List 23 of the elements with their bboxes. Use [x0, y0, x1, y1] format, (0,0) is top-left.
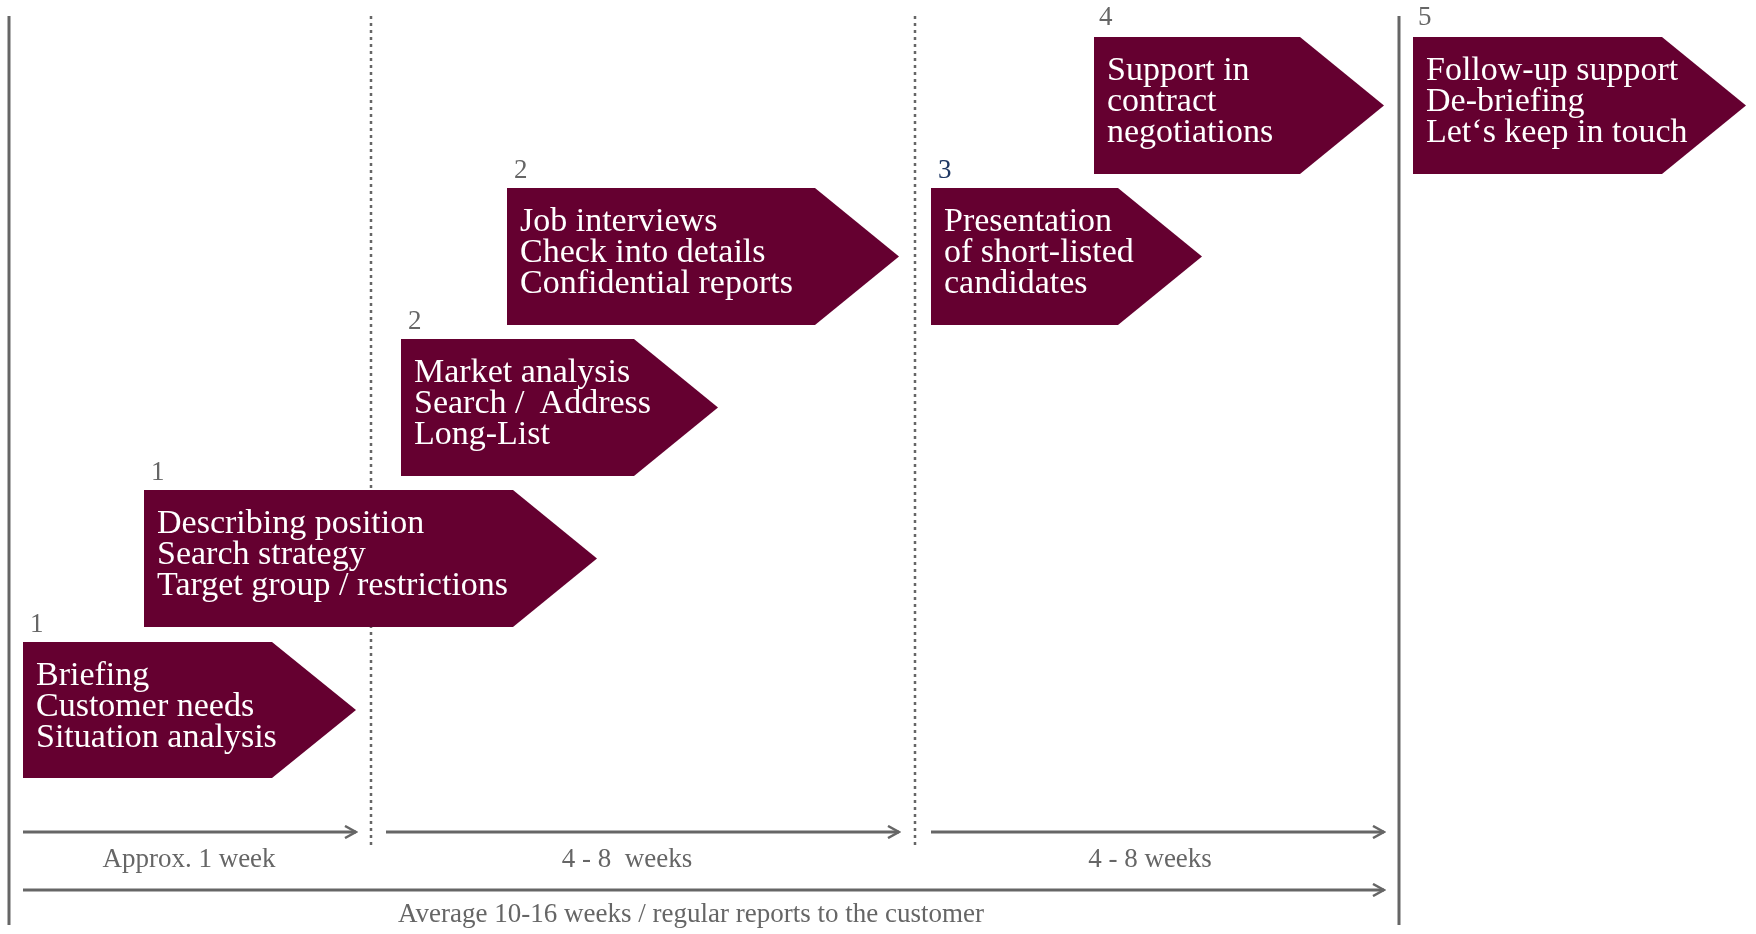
step-number: 1 — [30, 610, 44, 637]
duration-label: 4 - 8 weeks — [561, 845, 693, 872]
step-number: 5 — [1418, 3, 1432, 30]
step-text: candidates — [944, 266, 1088, 297]
step-number: 3 — [938, 156, 952, 183]
duration-label: Approx. 1 week — [102, 845, 276, 872]
step-box — [144, 490, 597, 627]
step-box — [1413, 37, 1746, 174]
step-box — [507, 188, 899, 325]
step-text: Job interviews — [520, 204, 718, 235]
step-box — [931, 188, 1202, 325]
step-number: 1 — [151, 458, 165, 485]
step-text: of short-listed — [944, 235, 1134, 266]
step-text: Presentation — [944, 204, 1113, 235]
step-box — [23, 642, 356, 778]
step-number: 2 — [408, 307, 422, 334]
step-box — [401, 339, 718, 476]
step-text: Check into details — [520, 235, 766, 266]
duration-label: Average 10-16 weeks / regular reports to the customer — [398, 900, 984, 927]
duration-label: 4 - 8 weeks — [1088, 845, 1212, 872]
step-number: 2 — [514, 156, 528, 183]
step-number: 4 — [1099, 3, 1113, 30]
step-box — [1094, 37, 1384, 174]
